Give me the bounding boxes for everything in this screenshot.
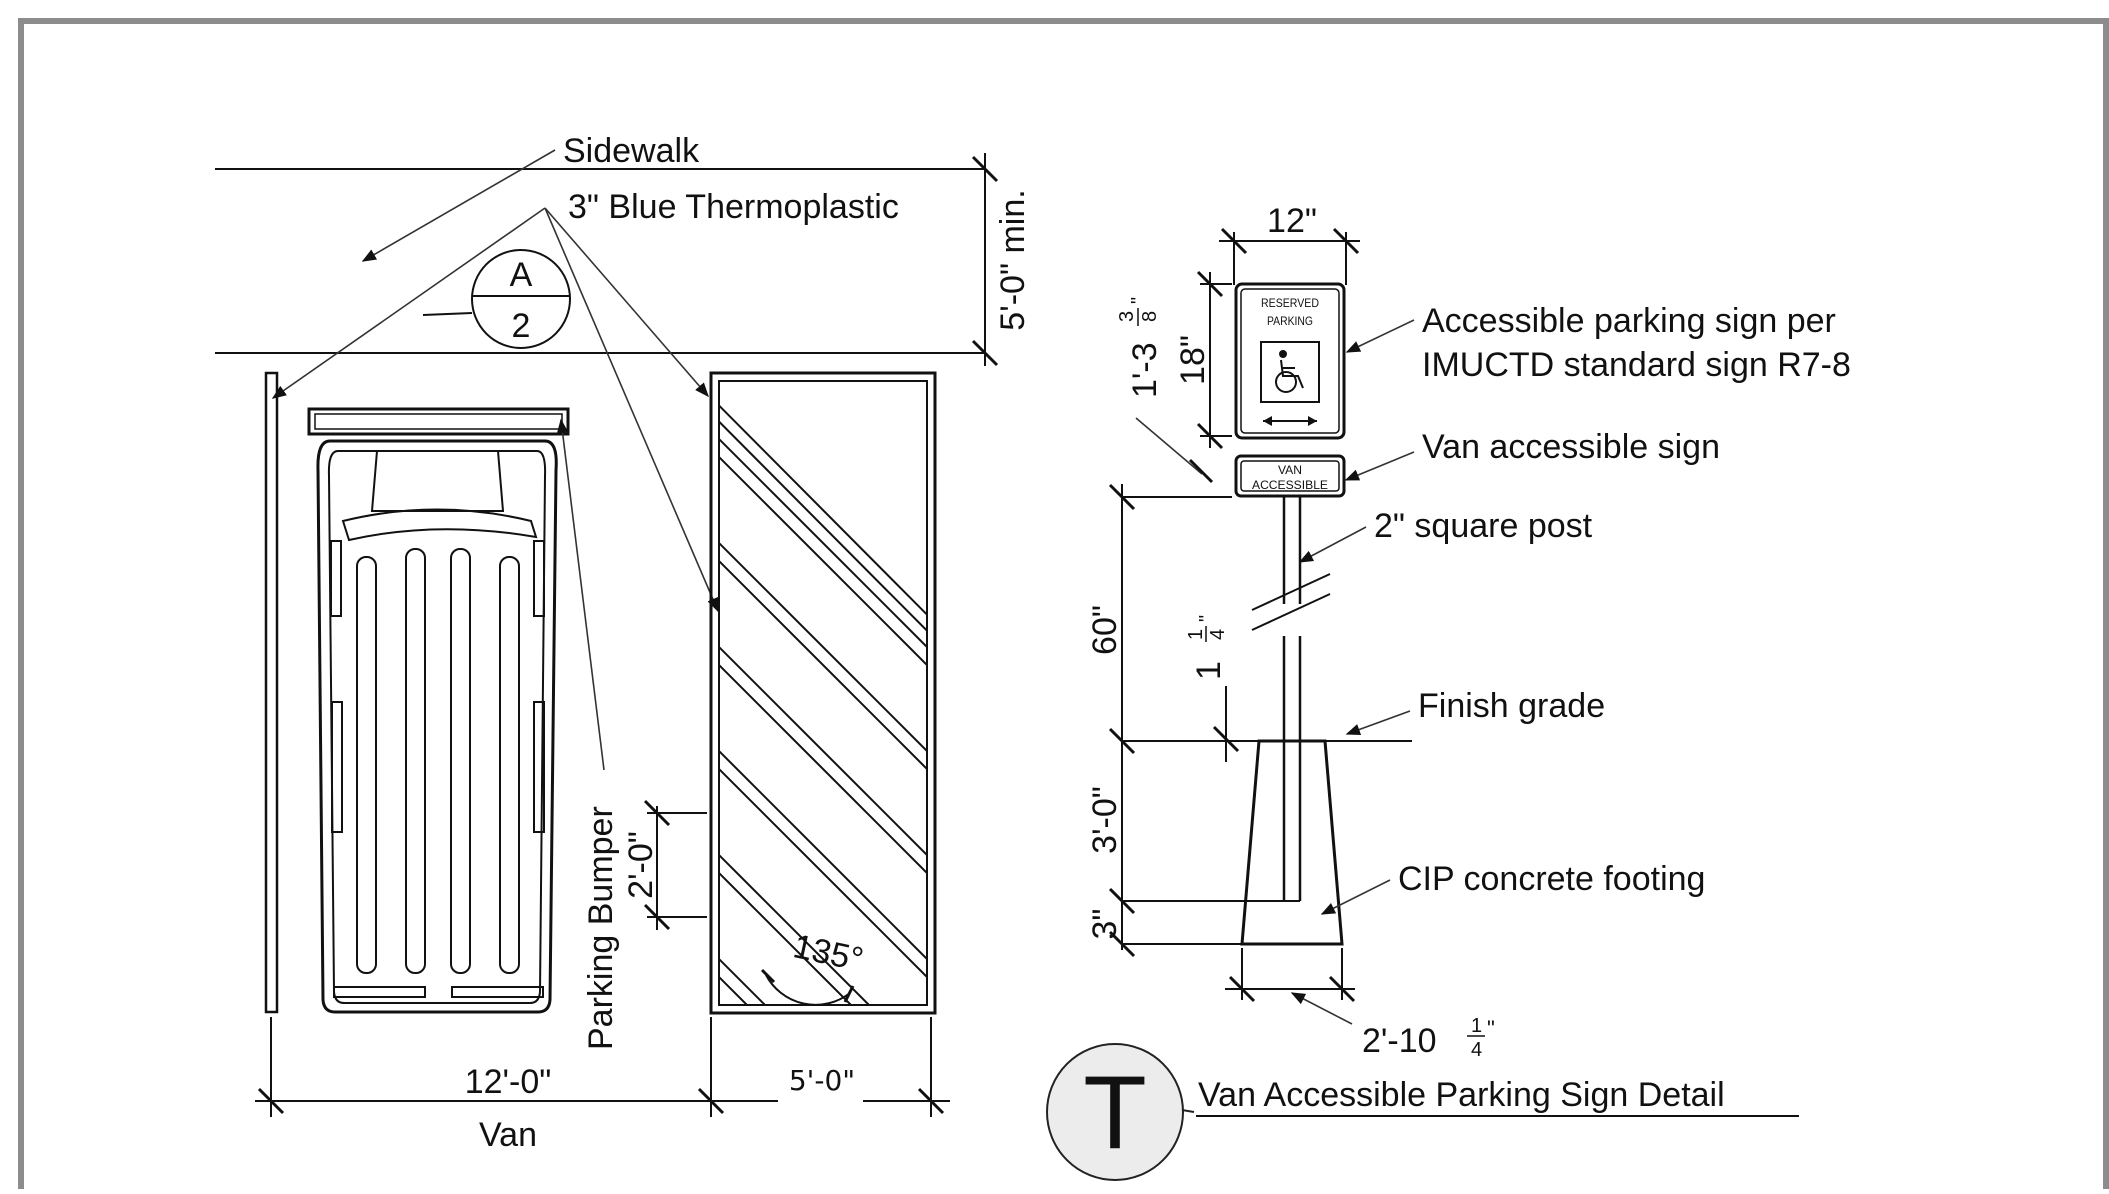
sheet-border [18,18,2109,1194]
thermo-leader-hatch [544,207,719,613]
access-aisle: 135° [709,371,937,1015]
parking-bumper-label: Parking Bumper [582,806,620,1050]
sidewalk-leader [361,149,556,262]
footing-width-unit: " [1487,1016,1495,1041]
angle-label: 135° [790,927,867,979]
thermo-leader-left [271,207,546,399]
footing-width-leader [1290,992,1353,1025]
van-sign-label: Van accessible sign [1422,428,1720,466]
stall-stripe-left [264,371,279,1014]
double-arrow-icon [1263,416,1317,426]
sign-label-leader [1345,319,1415,353]
sign-width-tick-right [1332,227,1360,255]
parking-bumper [307,407,570,436]
footing-width-label: 2'-10 [1362,1022,1437,1060]
sign-height-tick-bottom [1196,422,1224,450]
footing-label: CIP concrete footing [1398,860,1705,898]
sign-gap-fraction-num: 3 [1116,311,1138,322]
footing-width-num: 1 [1471,1015,1482,1037]
van-dim-tick-right [917,1087,945,1115]
parking-plan: Sidewalk 3" Blue Thermoplastic A 2 5'-0"… [215,132,1032,1154]
sign-height-label: 18" [1174,335,1212,385]
section-marker-bottom: 2 [512,307,531,345]
sign-gap-fraction-den: 8 [1139,311,1161,322]
sign-height-tick-top [1196,270,1224,298]
footing-depth-label: 3'-0" [1086,786,1124,854]
footing-width-tick-left [1228,975,1256,1003]
bumper-leader [556,418,605,771]
sign-gap-tick [1188,458,1214,484]
post-label: 2" square post [1374,507,1593,545]
aisle-dim-mask [778,1060,863,1108]
sign-gap-leader [1135,417,1203,475]
base-dim-tick [1108,930,1136,958]
sign-gap-label: 1'-3 [1126,342,1164,398]
plaque-line-van: VAN [1278,463,1302,477]
footing-dim-tick [1108,887,1136,915]
sign-line-reserved: RESERVED [1261,296,1319,310]
van-sign-leader [1344,451,1415,481]
van-accessible-plaque: VAN ACCESSIBLE [1234,454,1346,498]
van-dim-tick-left [257,1087,285,1115]
mount-dim-tick-top [1108,483,1136,511]
reserved-parking-sign: RESERVED PARKING [1234,282,1346,440]
bumper-dim-tick-bottom [643,903,671,931]
square-post [1251,497,1331,902]
van-label: Van [479,1116,537,1154]
buffer-dim-label: 5'-0" min. [994,189,1032,330]
sign-gap-unit: " [1128,297,1150,304]
small-dim-tick [1212,725,1240,753]
sign-label-line2: IMUCTD standard sign R7-8 [1422,346,1851,384]
small-dim-label: 1 [1190,661,1228,680]
plaque-line-accessible: ACCESSIBLE [1252,478,1328,492]
post-leader [1298,526,1367,563]
bumper-dim-label: 2'-0" [622,831,660,899]
buffer-dim-tick-bottom [971,339,999,367]
section-marker-top: A [510,256,533,294]
sign-elevation: 12" 18" 1'-3 3 8 " RESERVED PARKING [1086,202,1851,1061]
detail-title: Van Accessible Parking Sign Detail [1198,1076,1725,1114]
small-dim-unit: " [1196,615,1218,622]
finish-grade-label: Finish grade [1418,687,1605,725]
base-depth-label: 3" [1086,909,1124,940]
sign-width-label: 12" [1267,202,1317,240]
bumper-dim-tick-top [643,799,671,827]
section-marker: A 2 [422,249,571,349]
finish-grade-leader [1345,710,1411,735]
wheelchair-icon [1275,350,1304,393]
concrete-footing [1240,739,1344,946]
small-dim-den: 4 [1207,629,1229,640]
footing-width-tick-right [1328,975,1356,1003]
mount-height-label: 60" [1086,605,1124,655]
wheelchair-symbol-box [1260,341,1320,403]
sidewalk-label: Sidewalk [563,132,700,170]
aisle-width-label: 5'-0" [789,1064,855,1097]
thermoplastic-label: 3" Blue Thermoplastic [568,188,899,226]
van-dim-tick-mid [697,1087,725,1115]
sign-width-tick-left [1220,227,1248,255]
footing-width-den: 4 [1471,1039,1482,1061]
footing-leader [1320,879,1391,915]
sign-label-line1: Accessible parking sign per [1422,302,1836,340]
buffer-dim-tick-top [971,155,999,183]
thermo-leader-right [544,207,709,398]
title-bubble-tail [1181,1109,1195,1113]
title-bubble [1046,1043,1184,1181]
small-dim-num: 1 [1185,629,1207,640]
detail-letter: T [1083,1055,1147,1171]
van-outline [316,439,558,1014]
sign-line-parking: PARKING [1267,314,1313,328]
title-block: T Van Accessible Parking Sign Detail [1046,1043,1799,1181]
van-width-label: 12'-0" [465,1063,552,1101]
